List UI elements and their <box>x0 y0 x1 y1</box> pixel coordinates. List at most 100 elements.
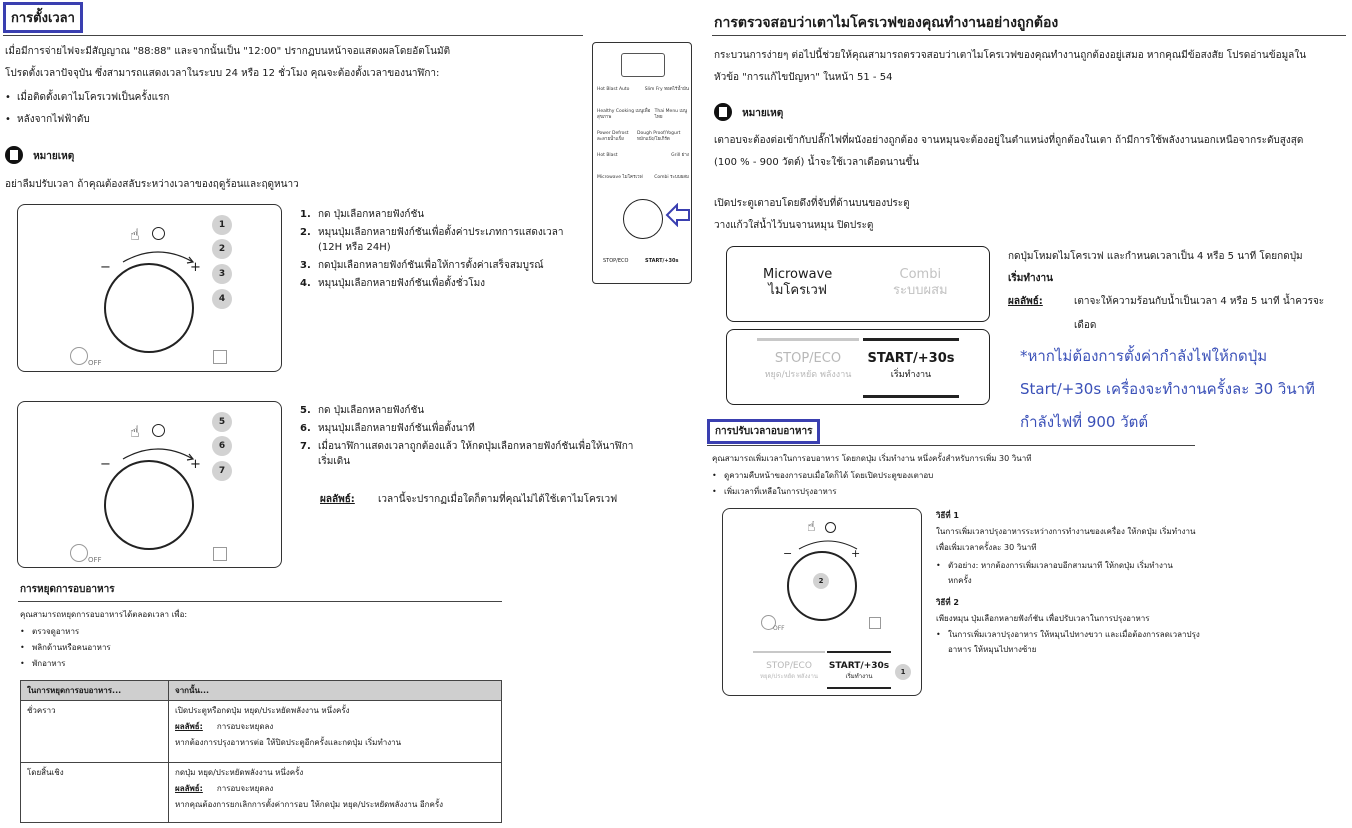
rotate-arrow-icon <box>122 448 195 461</box>
step-badge: 1 <box>895 664 911 680</box>
result-line-1: เตาจะให้ความร้อนกับน้ำเป็นเวลา 4 หรือ 5 … <box>1074 296 1325 307</box>
clock-intro-line-2: โปรดตั้งเวลาปัจจุบัน ซึ่งสามารถแสดงเวลาใ… <box>5 68 440 79</box>
check-intro-line-1: กระบวนการง่ายๆ ต่อไปนี้ช่วยให้คุณสามารถต… <box>714 50 1307 61</box>
list-item: 6.หมุนปุ่มเลือกหลายฟังก์ชันเพื่อตั้งนาที <box>300 423 475 434</box>
stop-bar <box>753 651 825 653</box>
multi-function-knob <box>104 460 194 550</box>
blue-line-2: Start/+30s เครื่องจะทำงานครั้งละ 30 วินา… <box>1020 380 1315 398</box>
table-cell: ชั่วคราว <box>20 700 169 763</box>
result-line-2: เดือด <box>1074 320 1097 331</box>
microwave-label: Microwave <box>763 267 833 282</box>
open-line-1: เปิดประตูเตาอบโดยดึงที่จับที่ด้านบนของปร… <box>714 198 910 209</box>
plus-sign: + <box>190 457 201 472</box>
clock-result: ผลลัพธ์: เวลานี้จะปรากฏเมื่อใดก็ตามที่คุ… <box>320 492 617 507</box>
table-header: ในการหยุดการอบอาหาร... <box>20 680 169 701</box>
blue-line-1: *หากไม่ต้องการตั้งค่ากำลังไฟให้กดปุ่ม <box>1020 347 1268 365</box>
clock-bullets: เมื่อติดตั้งเตาไมโครเวฟเป็นครั้งแรก หลัง… <box>5 90 170 127</box>
list-item: 3.กดปุ่มเลือกหลายฟังก์ชันเพื่อให้การตั้ง… <box>300 260 544 271</box>
step-badge: 1 <box>212 215 232 235</box>
start-button[interactable]: START/+30s เริ่มทำงาน <box>828 661 890 680</box>
step-badge: 3 <box>212 264 232 284</box>
stop-label-th: หยุด/ประหยัด พลังงาน <box>764 370 852 380</box>
clock-intro-line-1: เมื่อมีการจ่ายไฟจะมีสัญญาณ "88:88" และจา… <box>5 46 451 57</box>
blue-line-3: กำลังไฟที่ 900 วัตต์ <box>1020 413 1149 431</box>
display-screen <box>621 53 665 77</box>
minus-sign: − <box>100 457 111 472</box>
table-row: โดยสิ้นเชิง กดปุ่ม หยุด/ประหยัดพลังงาน ห… <box>20 762 502 823</box>
list-item: หลังจากไฟฟ้าดับ <box>5 112 170 127</box>
method-2-line-1: เพียงหมุน ปุ่มเลือกหลายฟังก์ชัน เพื่อปรั… <box>936 614 1150 623</box>
blue-annotation: *หากไม่ต้องการตั้งค่ากำลังไฟให้กดปุ่ม St… <box>1020 340 1315 439</box>
list-item: เพิ่มเวลาที่เหลือในการปรุงอาหาร <box>712 486 933 498</box>
table-row: ชั่วคราว เปิดประตูหรือกดปุ่ม หยุด/ประหยั… <box>20 700 502 763</box>
check-intro: กระบวนการง่ายๆ ต่อไปนี้ช่วยให้คุณสามารถต… <box>714 48 1344 85</box>
section-title-adjust-time: การปรับเวลาอบอาหาร <box>707 419 821 444</box>
stop-eco-button[interactable]: STOP/ECO หยุด/ประหยัด พลังงาน <box>757 350 859 381</box>
microwave-button[interactable]: Microwave ไมโครเวฟ <box>763 267 832 299</box>
list-item: ในการเพิ่มเวลาปรุงอาหาร ให้หมุนไปทางขวา … <box>936 629 1346 656</box>
list-item: 7.เมื่อนาฬิกาแสดงเวลาถูกต้องแล้ว ให้กดปุ… <box>300 441 634 467</box>
rotate-arrow-icon <box>798 540 858 550</box>
method-1-title: วิธีที่ 1 <box>936 511 959 520</box>
table-cell: กดปุ่ม หยุด/ประหยัดพลังงาน หนึ่งครั้ง ผล… <box>168 762 502 823</box>
start-button[interactable]: START/+30s เริ่มทำงาน <box>863 350 959 381</box>
check-note-line-1: เตาอบจะต้องต่อเข้ากับปลั๊กไฟที่ผนังอย่าง… <box>714 135 1304 146</box>
section-title-stop-cooking: การหยุดการอบอาหาร <box>20 584 115 595</box>
result-label: ผลลัพธ์: <box>1008 296 1043 307</box>
open-door-text: เปิดประตูเตาอบโดยดึงที่จับที่ด้านบนของปร… <box>714 196 910 233</box>
off-label: OFF <box>773 625 785 632</box>
rotate-arrow-icon <box>122 251 195 264</box>
open-line-2: วางแก้วใส่น้ำไว้บนจานหมุน ปิดประตู <box>714 220 874 231</box>
start-label-th: เริ่มทำงาน <box>890 370 932 380</box>
microwave-label-th: ไมโครเวฟ <box>768 283 827 298</box>
clock-icon <box>152 424 165 437</box>
child-lock-icon <box>213 350 227 364</box>
stop-cooking-table: ในการหยุดการอบอาหาร... จากนั้น... ชั่วคร… <box>20 680 502 823</box>
note-icon <box>714 102 732 121</box>
stop-intro: คุณสามารถหยุดการอบอาหารได้ตลอดเวลา เพื่อ… <box>20 610 188 619</box>
hand-press-icon: ☝ <box>130 225 140 244</box>
clock-icon <box>152 227 165 240</box>
table-header: จากนั้น... <box>168 680 502 701</box>
adjust-methods: วิธีที่ 1 ในการเพิ่มเวลาปรุงอาหารระหว่าง… <box>936 510 1346 656</box>
off-label: OFF <box>88 359 102 367</box>
power-off-icon <box>70 544 88 562</box>
panel-stop-label: STOP/ECO <box>603 258 629 264</box>
step-badge: 2 <box>813 573 829 589</box>
check-note: เตาอบจะต้องต่อเข้ากับปลั๊กไฟที่ผนังอย่าง… <box>714 133 1344 170</box>
list-item: ดูความคืบหน้าของการอบเมื่อใดก็ได้ โดยเปิ… <box>712 470 933 482</box>
list-item: 4.หมุนปุ่มเลือกหลายฟังก์ชันเพื่อตั้งชั่ว… <box>300 278 486 289</box>
steps-hour: 1.กด ปุ่มเลือกหลายฟังก์ชัน 2.หมุนปุ่มเลื… <box>300 207 590 294</box>
stop-eco-button[interactable]: STOP/ECO หยุด/ประหยัด พลังงาน <box>760 661 818 680</box>
note-title: หมายเหตุ <box>742 108 784 119</box>
combi-button[interactable]: Combi ระบบผสม <box>893 267 948 299</box>
step-badge: 5 <box>212 412 232 432</box>
adjust-intro: คุณสามารถเพิ่มเวลาในการอบอาหาร โดยกดปุ่ม… <box>712 454 1032 463</box>
hand-press-icon: ☝ <box>130 422 140 441</box>
list-item: 5.กด ปุ่มเลือกหลายฟังก์ชัน <box>300 405 425 416</box>
start-stop-panel: STOP/ECO หยุด/ประหยัด พลังงาน START/+30s… <box>726 329 990 405</box>
check-result: ผลลัพธ์: เตาจะให้ความร้อนกับน้ำเป็นเวลา … <box>1008 294 1346 333</box>
child-lock-icon <box>213 547 227 561</box>
panel-start-label: START/+30s <box>645 258 679 264</box>
start-label: START/+30s <box>867 351 955 366</box>
arrow-left-icon <box>665 203 690 227</box>
panel-knob <box>623 199 663 239</box>
divider <box>18 601 502 602</box>
clock-intro: เมื่อมีการจ่ายไฟจะมีสัญญาณ "88:88" และจา… <box>5 44 590 81</box>
divider <box>3 35 583 36</box>
method-1-line-1: ในการเพิ่มเวลาปรุงอาหารระหว่างการทำงานขอ… <box>936 527 1196 536</box>
method-1-line-2: เพื่อเพิ่มเวลาครั้งละ 30 วินาที <box>936 543 1037 552</box>
check-note-line-2: (100 % - 900 วัตต์) น้ำจะใช้เวลาเดือดนาน… <box>714 157 920 168</box>
combi-label-th: ระบบผสม <box>893 283 948 298</box>
divider <box>712 35 1346 36</box>
list-item: ตัวอย่าง: หากต้องการเพิ่มเวลาอบอีกสามนาท… <box>936 560 1346 587</box>
minus-sign: − <box>100 260 111 275</box>
start-bar-top <box>863 338 959 341</box>
combi-label: Combi <box>899 267 942 282</box>
off-label: OFF <box>88 556 102 564</box>
list-item: ตรวจดูอาหาร <box>20 626 111 638</box>
note-icon <box>5 145 23 164</box>
check-intro-line-2: หัวข้อ "การแก้ไขปัญหา" ในหน้า 51 - 54 <box>714 72 893 83</box>
